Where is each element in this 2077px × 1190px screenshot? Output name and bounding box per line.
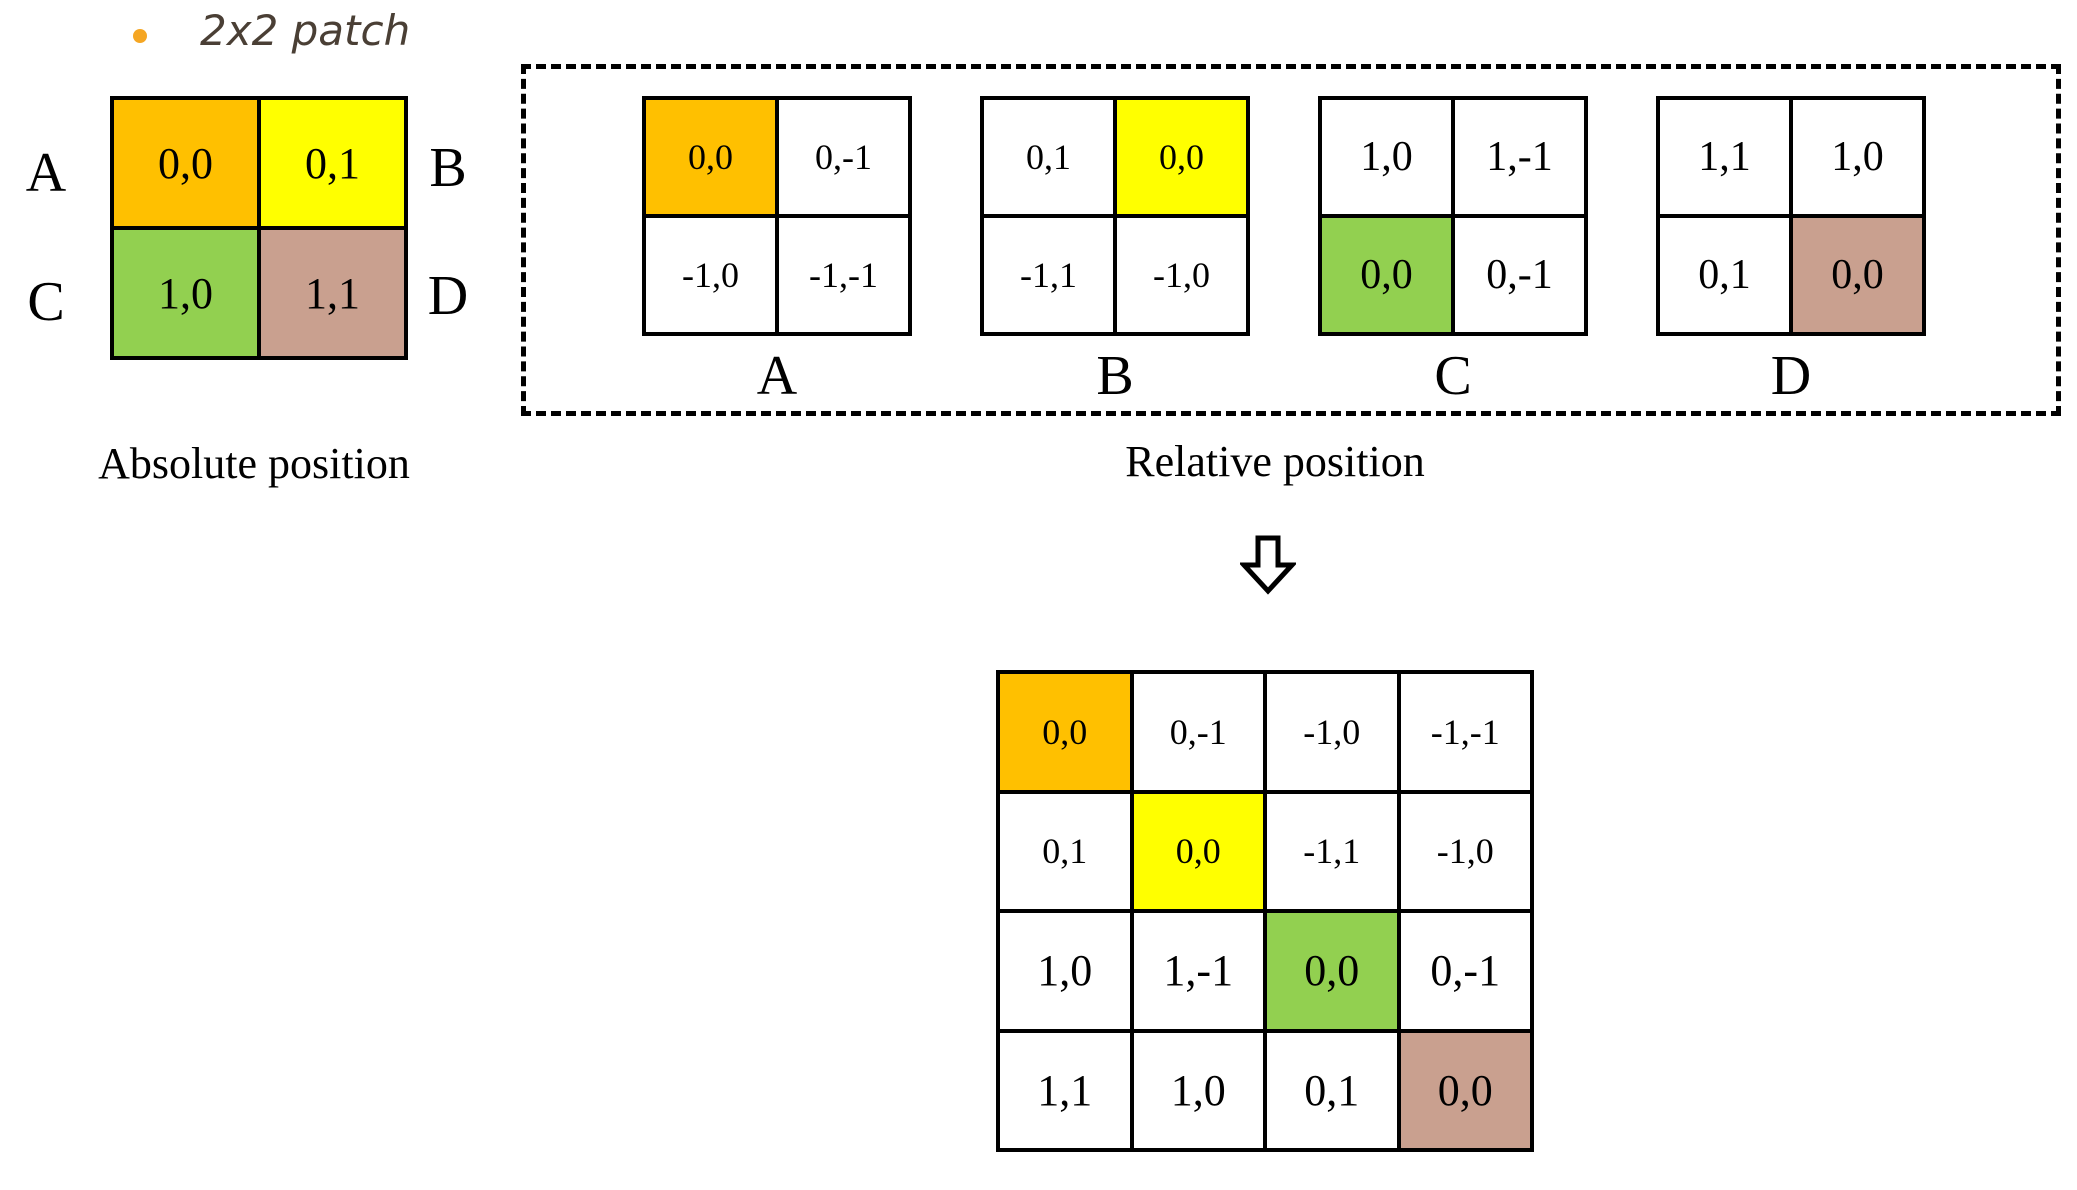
side-label-a: A — [25, 142, 67, 204]
grid-cell: 1,1 — [1000, 1032, 1130, 1148]
grid-cell: 1,0 — [1000, 913, 1130, 1029]
grid-cell: 0,0 — [114, 100, 257, 226]
grid-cell: 0,-1 — [1455, 218, 1584, 332]
grid-cell: 0,1 — [1660, 218, 1789, 332]
relative-grid-label-c: C — [1434, 345, 1472, 407]
grid-cell: -1,1 — [984, 218, 1113, 332]
grid-cell: 1,1 — [261, 230, 404, 356]
grid-cell: 0,1 — [1267, 1032, 1397, 1148]
grid-cell: -1,1 — [1267, 793, 1397, 909]
grid-cell: 0,0 — [1322, 218, 1451, 332]
grid-cell: 0,0 — [1117, 100, 1246, 214]
grid-cell: -1,-1 — [1400, 674, 1530, 790]
grid-cell: -1,0 — [1117, 218, 1246, 332]
grid-cell: 0,0 — [1400, 1032, 1530, 1148]
grid-cell: 1,0 — [1133, 1032, 1263, 1148]
grid-cell: 0,1 — [261, 100, 404, 226]
bullet-dot — [133, 29, 147, 43]
grid-cell: 1,1 — [1660, 100, 1789, 214]
grid-cell: 0,0 — [1133, 793, 1263, 909]
bullet-title: 2x2 patch — [200, 6, 411, 55]
grid-cell: 1,-1 — [1133, 913, 1263, 1029]
relative-grid-label-d: D — [1770, 345, 1812, 407]
grid-cell: 0,-1 — [1133, 674, 1263, 790]
grid-cell: 0,0 — [1267, 913, 1397, 1029]
grid-cell: 1,-1 — [1455, 100, 1584, 214]
relative-position-frame — [521, 64, 2061, 416]
grid-cell: 0,1 — [984, 100, 1113, 214]
side-label-d: D — [427, 265, 469, 327]
grid-cell: -1,0 — [646, 218, 775, 332]
grid-cell: 1,0 — [1793, 100, 1922, 214]
grid-cell: 1,0 — [114, 230, 257, 356]
grid-cell: -1,-1 — [779, 218, 908, 332]
grid-cell: -1,0 — [1400, 793, 1530, 909]
grid-cell: 0,0 — [646, 100, 775, 214]
grid-cell: 0,0 — [1793, 218, 1922, 332]
relative-position-caption: Relative position — [1125, 437, 1425, 486]
grid-cell: 0,-1 — [779, 100, 908, 214]
side-label-b: B — [429, 137, 467, 199]
relative-grid-label-b: B — [1096, 345, 1134, 407]
absolute-position-caption: Absolute position — [98, 439, 410, 488]
grid-cell: -1,0 — [1267, 674, 1397, 790]
grid-cell: 0,0 — [1000, 674, 1130, 790]
grid-cell: 0,-1 — [1400, 913, 1530, 1029]
relative-grid-label-a: A — [756, 345, 798, 407]
hollow-down-arrow-icon — [1240, 535, 1296, 595]
side-label-c: C — [27, 271, 65, 333]
grid-cell: 0,1 — [1000, 793, 1130, 909]
grid-cell: 1,0 — [1322, 100, 1451, 214]
